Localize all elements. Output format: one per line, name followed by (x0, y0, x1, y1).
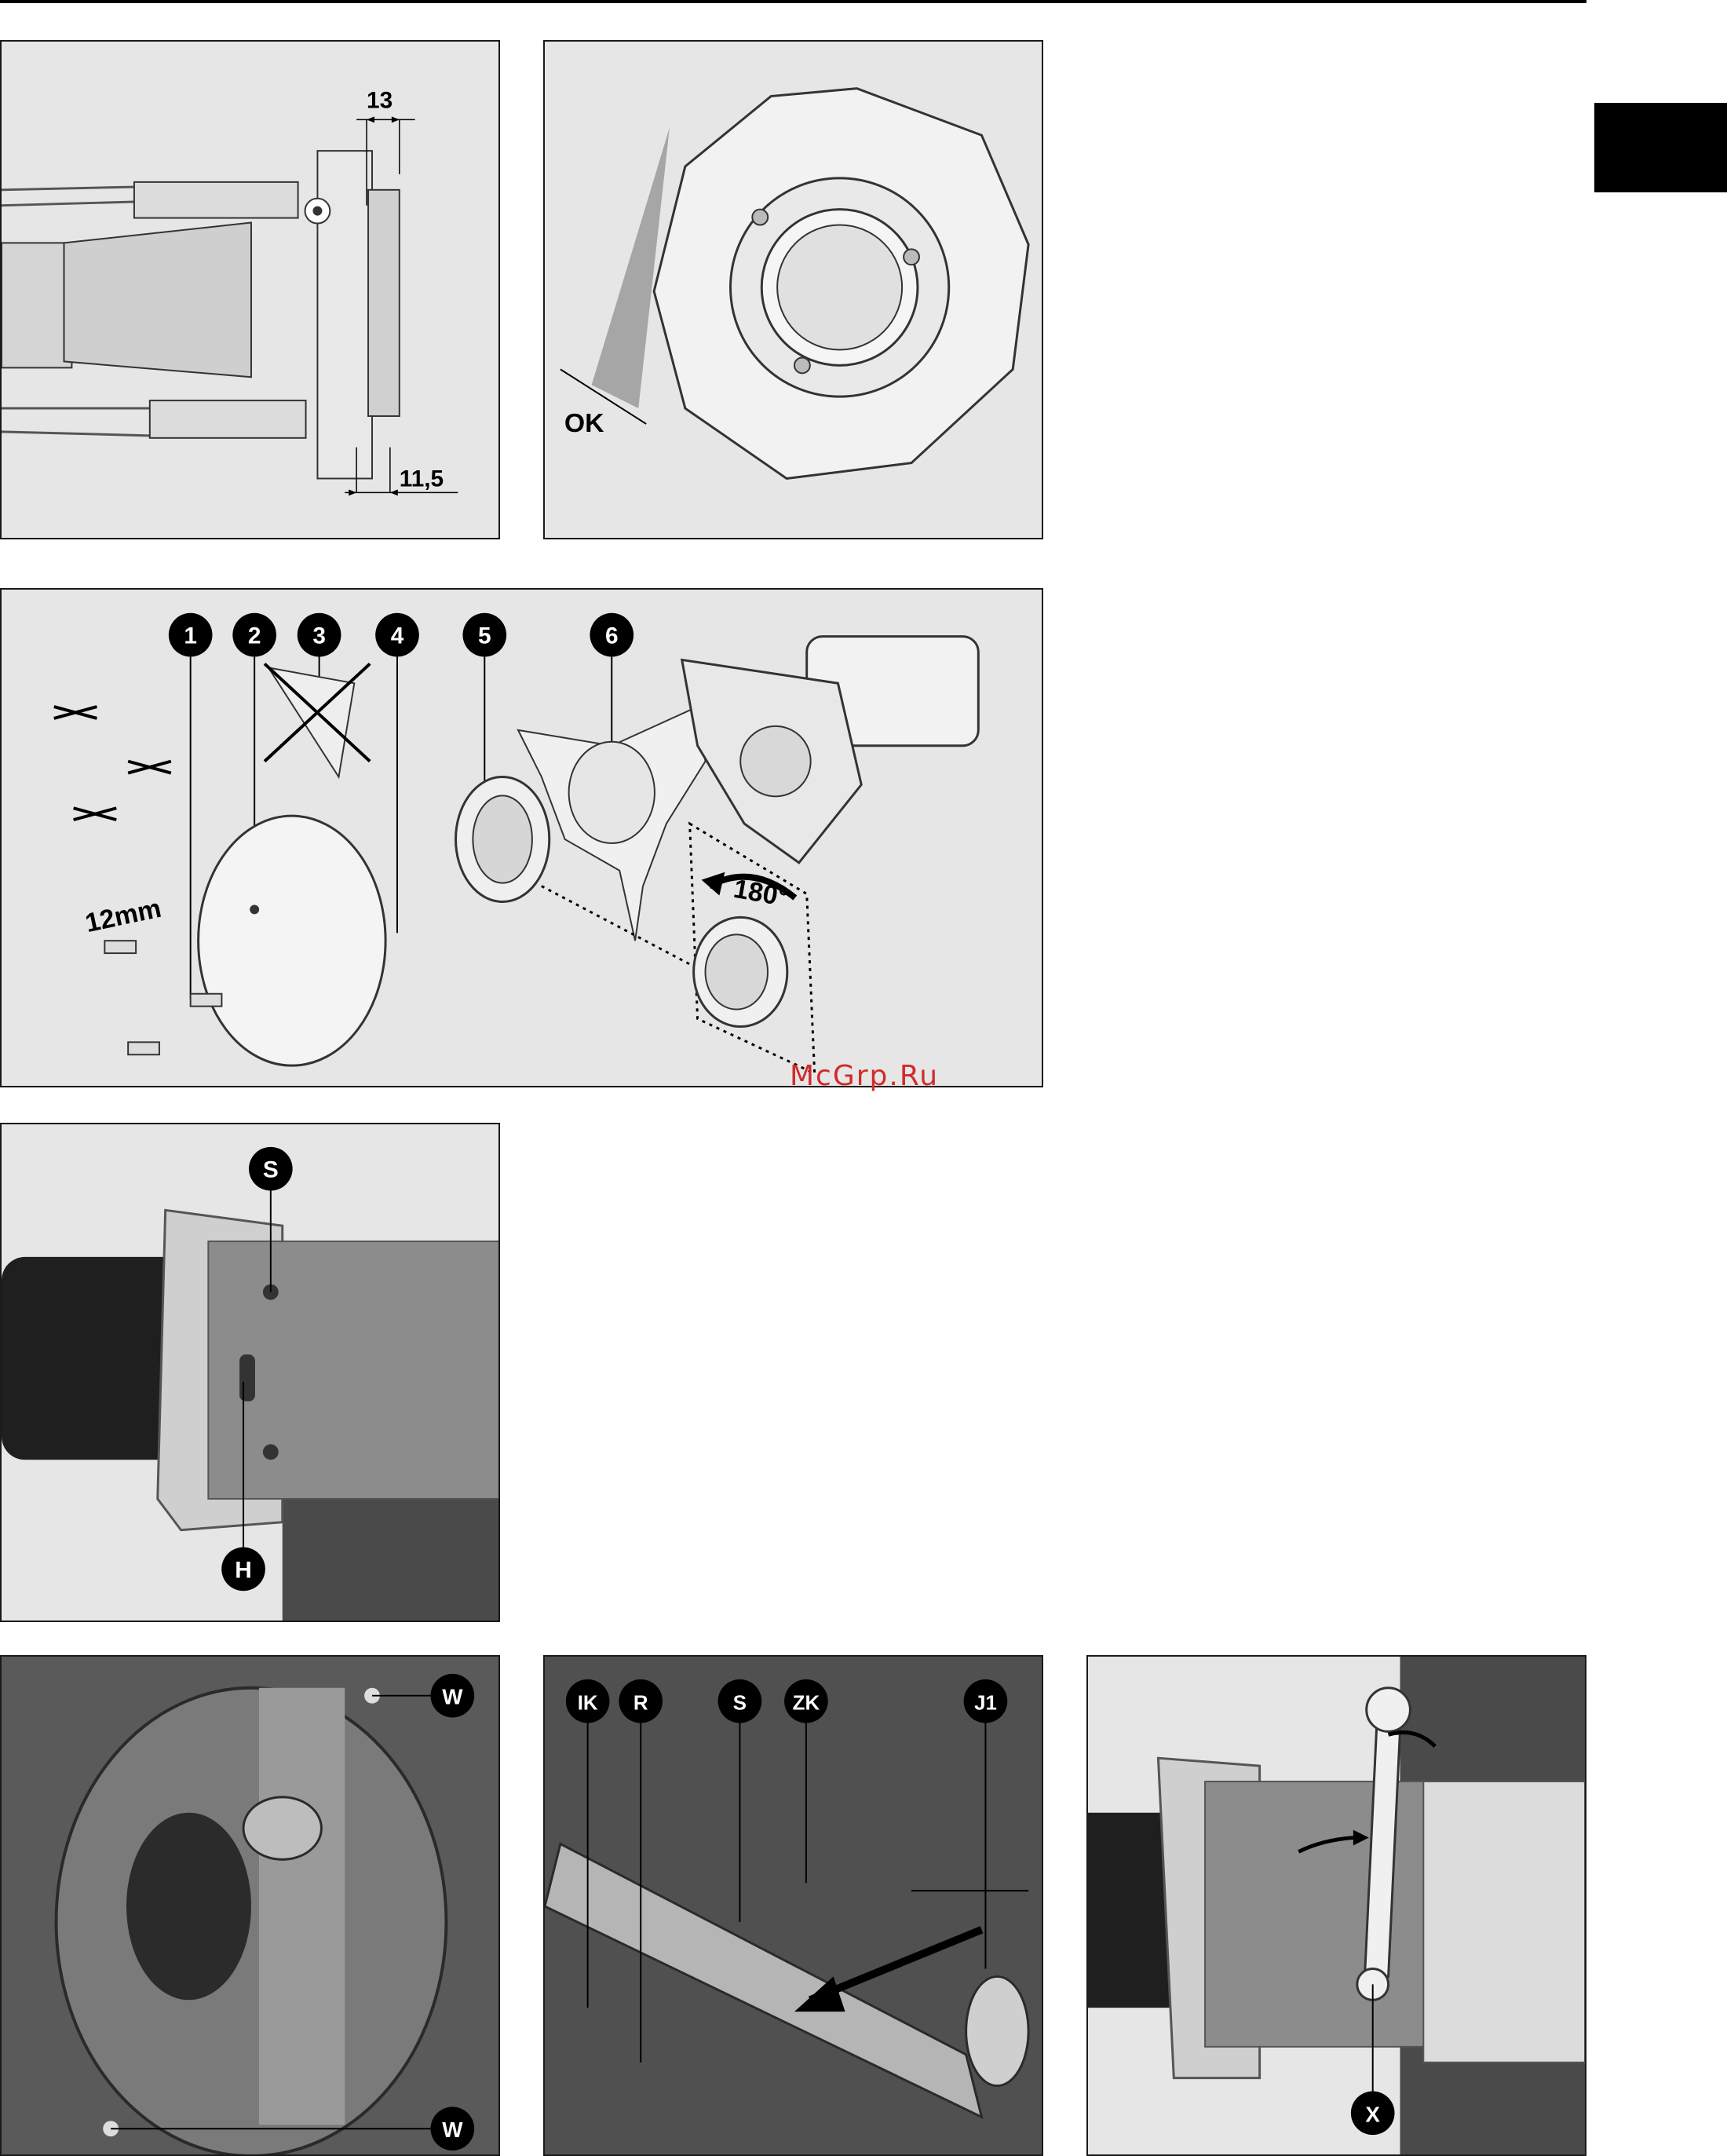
ok-label: OK (564, 408, 604, 438)
callout-4: 4 (375, 613, 419, 933)
figure-exploded-view: 1 2 3 4 5 6 (0, 588, 1043, 1087)
svg-text:J1: J1 (974, 1693, 997, 1715)
svg-text:S: S (263, 1157, 279, 1183)
svg-text:4: 4 (391, 623, 404, 649)
callout-5: 5 (462, 613, 506, 800)
svg-text:6: 6 (605, 623, 619, 649)
figure-housing-interior: W W (0, 1655, 500, 2156)
figure-swirler-disc: OK (543, 40, 1043, 539)
callout-6: 6 (590, 613, 633, 742)
svg-text:H: H (235, 1557, 252, 1583)
wrench-adjustment-drawing: X (1088, 1657, 1585, 2154)
size-label: 12mm (82, 893, 163, 938)
blast-tube-drawing: IK R S ZK J1 (545, 1657, 1042, 2154)
svg-text:R: R (633, 1693, 648, 1715)
svg-text:3: 3 (312, 623, 326, 649)
angle-label: 180° (732, 874, 790, 913)
top-rule (0, 0, 1586, 3)
figure-flange-mounting: S H (0, 1123, 500, 1622)
svg-text:IK: IK (578, 1693, 598, 1715)
dimension-bottom-label: 11,5 (400, 466, 444, 491)
svg-text:ZK: ZK (793, 1693, 820, 1715)
svg-text:X: X (1365, 2102, 1380, 2126)
dimension-top-label: 13 (367, 87, 392, 113)
svg-text:2: 2 (248, 623, 261, 649)
figure-electrode-dimensions: 13 11,5 (0, 40, 500, 539)
svg-text:W: W (442, 1685, 463, 1709)
svg-text:W: W (442, 2118, 463, 2142)
figure-blast-tube: IK R S ZK J1 (543, 1655, 1043, 2156)
figure-wrench-adjustment: X (1086, 1655, 1586, 2156)
section-tab (1594, 103, 1727, 192)
swirler-disc-drawing: OK (545, 42, 1042, 538)
svg-text:S: S (733, 1693, 747, 1715)
exploded-view-drawing: 1 2 3 4 5 6 (2, 590, 1042, 1086)
housing-interior-drawing: W W (2, 1657, 498, 2154)
watermark: McGrp.Ru (790, 1060, 939, 1092)
flange-mounting-drawing: S H (2, 1124, 498, 1621)
electrode-assembly-drawing: 13 11,5 (2, 42, 498, 538)
svg-text:5: 5 (478, 623, 491, 649)
svg-text:1: 1 (184, 623, 197, 649)
callout-3: 3 (298, 613, 341, 683)
